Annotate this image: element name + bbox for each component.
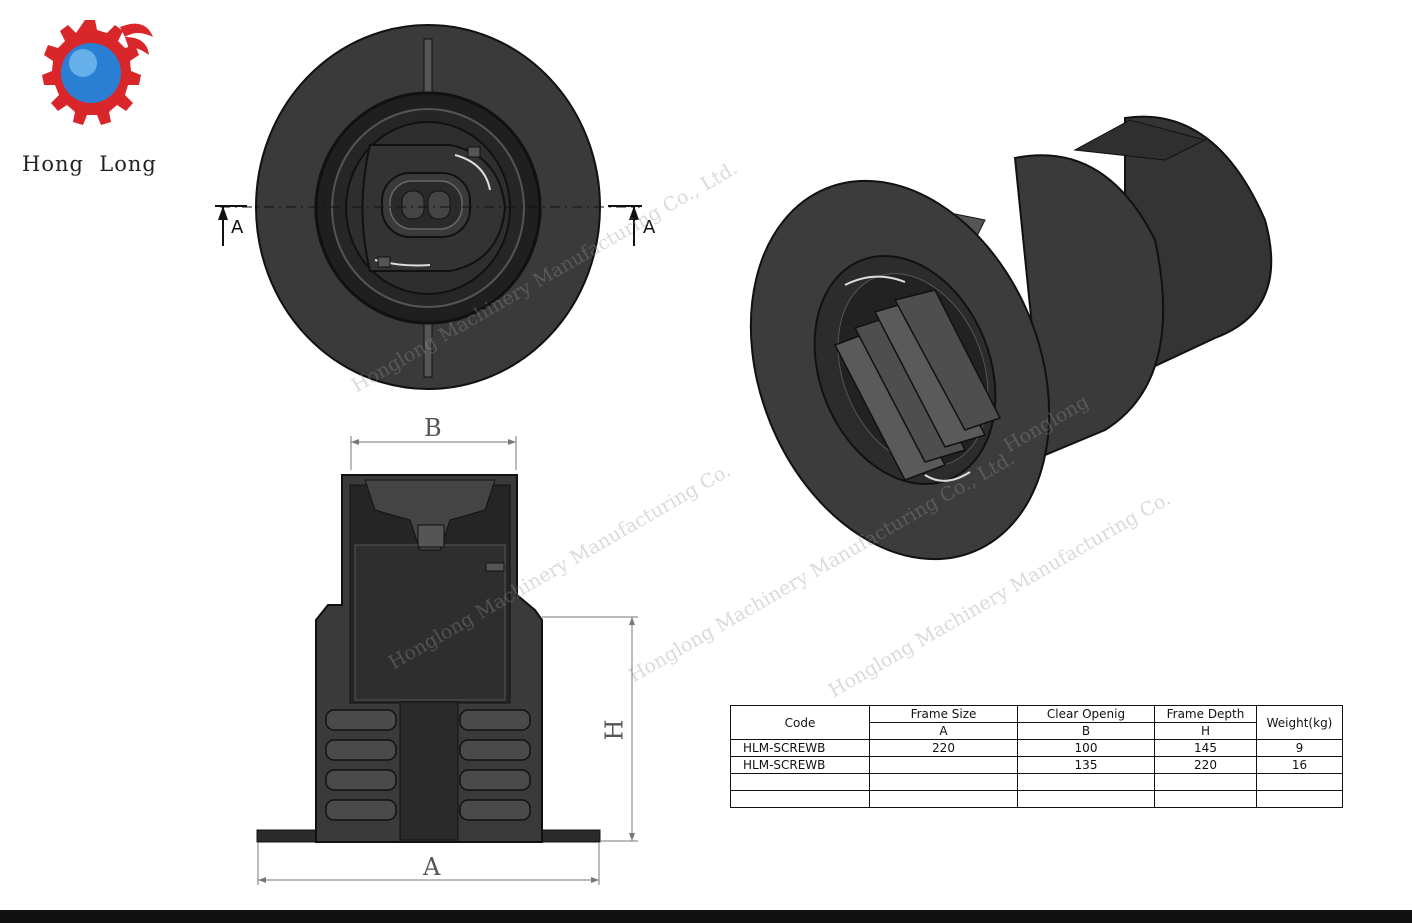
section-view-drawing	[256, 436, 638, 885]
cell-frame-size	[869, 790, 1018, 808]
hong-long-logo	[42, 20, 153, 125]
section-arrow-left-icon	[215, 205, 247, 246]
top-view-drawing	[220, 24, 640, 390]
section-label-left: A	[231, 217, 244, 238]
cell-frame-depth: 145	[1154, 739, 1257, 757]
cell-code	[730, 773, 870, 791]
cell-frame-depth: 220	[1154, 756, 1257, 774]
cell-weight: 16	[1256, 756, 1343, 774]
cell-clear-opening: 135	[1017, 756, 1155, 774]
dimension-b-label: B	[424, 414, 442, 442]
header-frame-depth-sub: H	[1154, 722, 1257, 740]
dimension-a-label: A	[423, 853, 441, 881]
spec-table: Code Frame Size Clear Openig Frame Depth…	[730, 705, 1343, 808]
cell-frame-size	[869, 773, 1018, 791]
cell-weight: 9	[1256, 739, 1343, 757]
bottom-border	[0, 910, 1412, 923]
table-header-row: Code Frame Size Clear Openig Frame Depth…	[730, 705, 1343, 740]
table-row: HLM-SCREWB 220 100 145 9	[730, 739, 1343, 757]
header-frame-size: Frame Size	[869, 705, 1018, 723]
header-code: Code	[730, 705, 870, 740]
cell-weight	[1256, 790, 1343, 808]
header-weight: Weight(kg)	[1256, 705, 1343, 740]
header-clear-opening-sub: B	[1017, 722, 1155, 740]
cell-code: HLM-SCREWB	[730, 756, 870, 774]
table-row	[730, 790, 1343, 808]
dimension-h-label: H	[600, 719, 629, 741]
cell-frame-size: 220	[869, 739, 1018, 757]
brand-name: Hong Long	[22, 152, 157, 176]
cell-code	[730, 790, 870, 808]
header-frame-depth: Frame Depth	[1154, 705, 1257, 723]
cell-clear-opening	[1017, 790, 1155, 808]
section-arrow-right-icon	[608, 205, 642, 246]
section-label-right: A	[643, 217, 656, 238]
cell-clear-opening: 100	[1017, 739, 1155, 757]
cell-weight	[1256, 773, 1343, 791]
cell-frame-depth	[1154, 773, 1257, 791]
header-frame-size-sub: A	[869, 722, 1018, 740]
cell-code: HLM-SCREWB	[730, 739, 870, 757]
table-subheader-row: A B H	[731, 722, 1343, 740]
isometric-view-drawing	[749, 115, 1273, 561]
table-row	[730, 773, 1343, 791]
cell-frame-size	[869, 756, 1018, 774]
table-row: HLM-SCREWB 135 220 16	[730, 756, 1343, 774]
header-clear-opening: Clear Openig	[1017, 705, 1155, 723]
cell-frame-depth	[1154, 790, 1257, 808]
cell-clear-opening	[1017, 773, 1155, 791]
